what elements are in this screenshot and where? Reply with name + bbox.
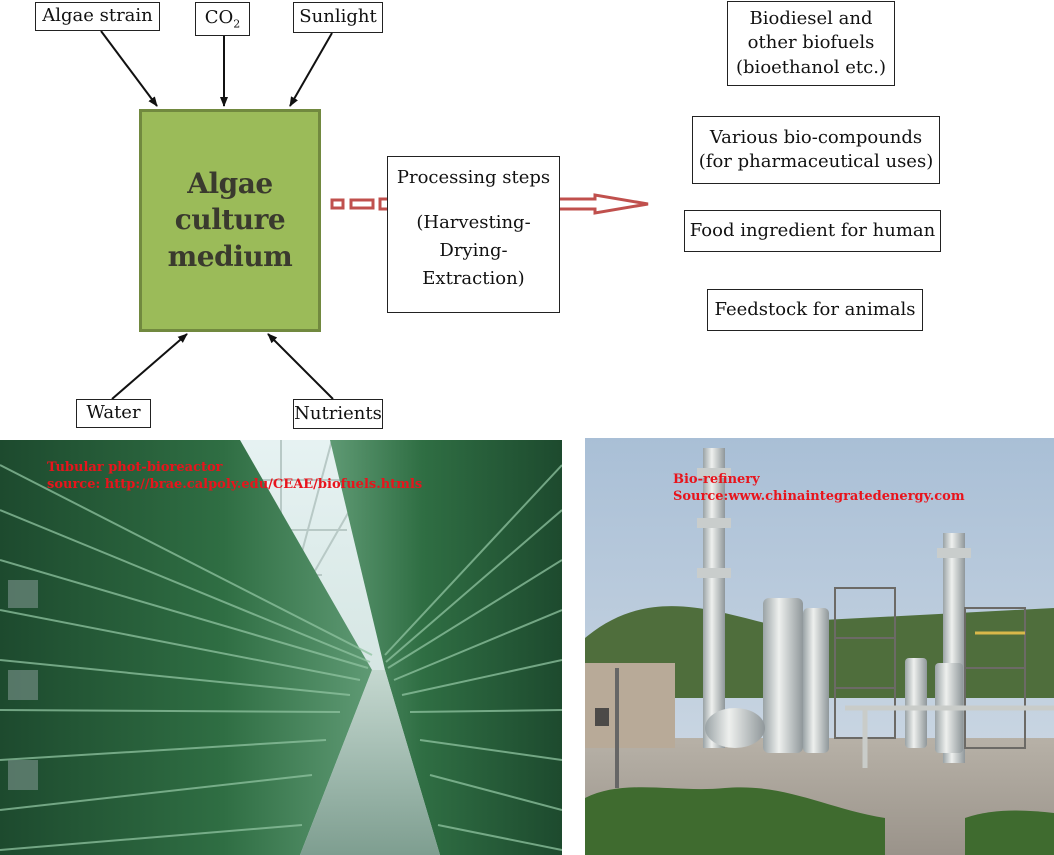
photobioreactor-caption-title: Tubular phot-bioreactor xyxy=(47,460,223,475)
processing-steps-box: Processing steps (Harvesting- Drying- Ex… xyxy=(387,156,560,313)
input-co2: CO2 xyxy=(195,2,250,36)
input-water: Water xyxy=(76,399,151,428)
processing-steps-list: (Harvesting- Drying- Extraction) xyxy=(416,212,531,289)
photobioreactor-caption-source: source: http://brae.calpoly.edu/CEAE/bio… xyxy=(47,476,423,492)
input-co2-label: CO2 xyxy=(204,6,241,31)
biorefinery-caption-source: Source:www.chinaintegratedenergy.com xyxy=(673,488,965,504)
biorefinery-photo xyxy=(585,438,1054,855)
input-water-label: Water xyxy=(86,402,141,424)
arrow-water xyxy=(111,333,188,400)
output-bio-compounds-label: Various bio-compounds (for pharmaceutica… xyxy=(698,126,934,172)
biorefinery-caption-title: Bio-refinery xyxy=(673,472,760,487)
output-biofuels: Biodiesel and other biofuels (bioethanol… xyxy=(727,1,895,86)
output-biofuels-label: Biodiesel and other biofuels (bioethanol… xyxy=(736,8,886,78)
algae-culture-medium-label: Algae culture medium xyxy=(167,166,293,273)
input-sunlight-label: Sunlight xyxy=(299,6,377,28)
output-food-ingredient: Food ingredient for human xyxy=(684,210,941,252)
input-nutrients: Nutrients xyxy=(293,399,383,429)
input-nutrients-label: Nutrients xyxy=(294,402,382,424)
input-algae-strain: Algae strain xyxy=(35,2,160,31)
output-feedstock: Feedstock for animals xyxy=(707,289,923,331)
photobioreactor-photo xyxy=(0,440,562,855)
output-food-ingredient-label: Food ingredient for human xyxy=(689,219,936,241)
biorefinery-caption: Bio-refinery Source:www.chinaintegratede… xyxy=(673,472,965,506)
output-feedstock-label: Feedstock for animals xyxy=(714,298,916,320)
input-algae-strain-label: Algae strain xyxy=(42,5,153,27)
output-bio-compounds: Various bio-compounds (for pharmaceutica… xyxy=(692,116,940,184)
processing-steps-title: Processing steps xyxy=(396,167,551,188)
arrow-algae-strain xyxy=(100,30,158,107)
arrow-nutrients xyxy=(267,333,334,400)
algae-culture-medium-box: Algae culture medium xyxy=(139,109,321,332)
arrow-sunlight xyxy=(289,32,333,107)
photobioreactor-caption: Tubular phot-bioreactor source: http://b… xyxy=(47,460,422,494)
input-sunlight: Sunlight xyxy=(293,2,383,33)
